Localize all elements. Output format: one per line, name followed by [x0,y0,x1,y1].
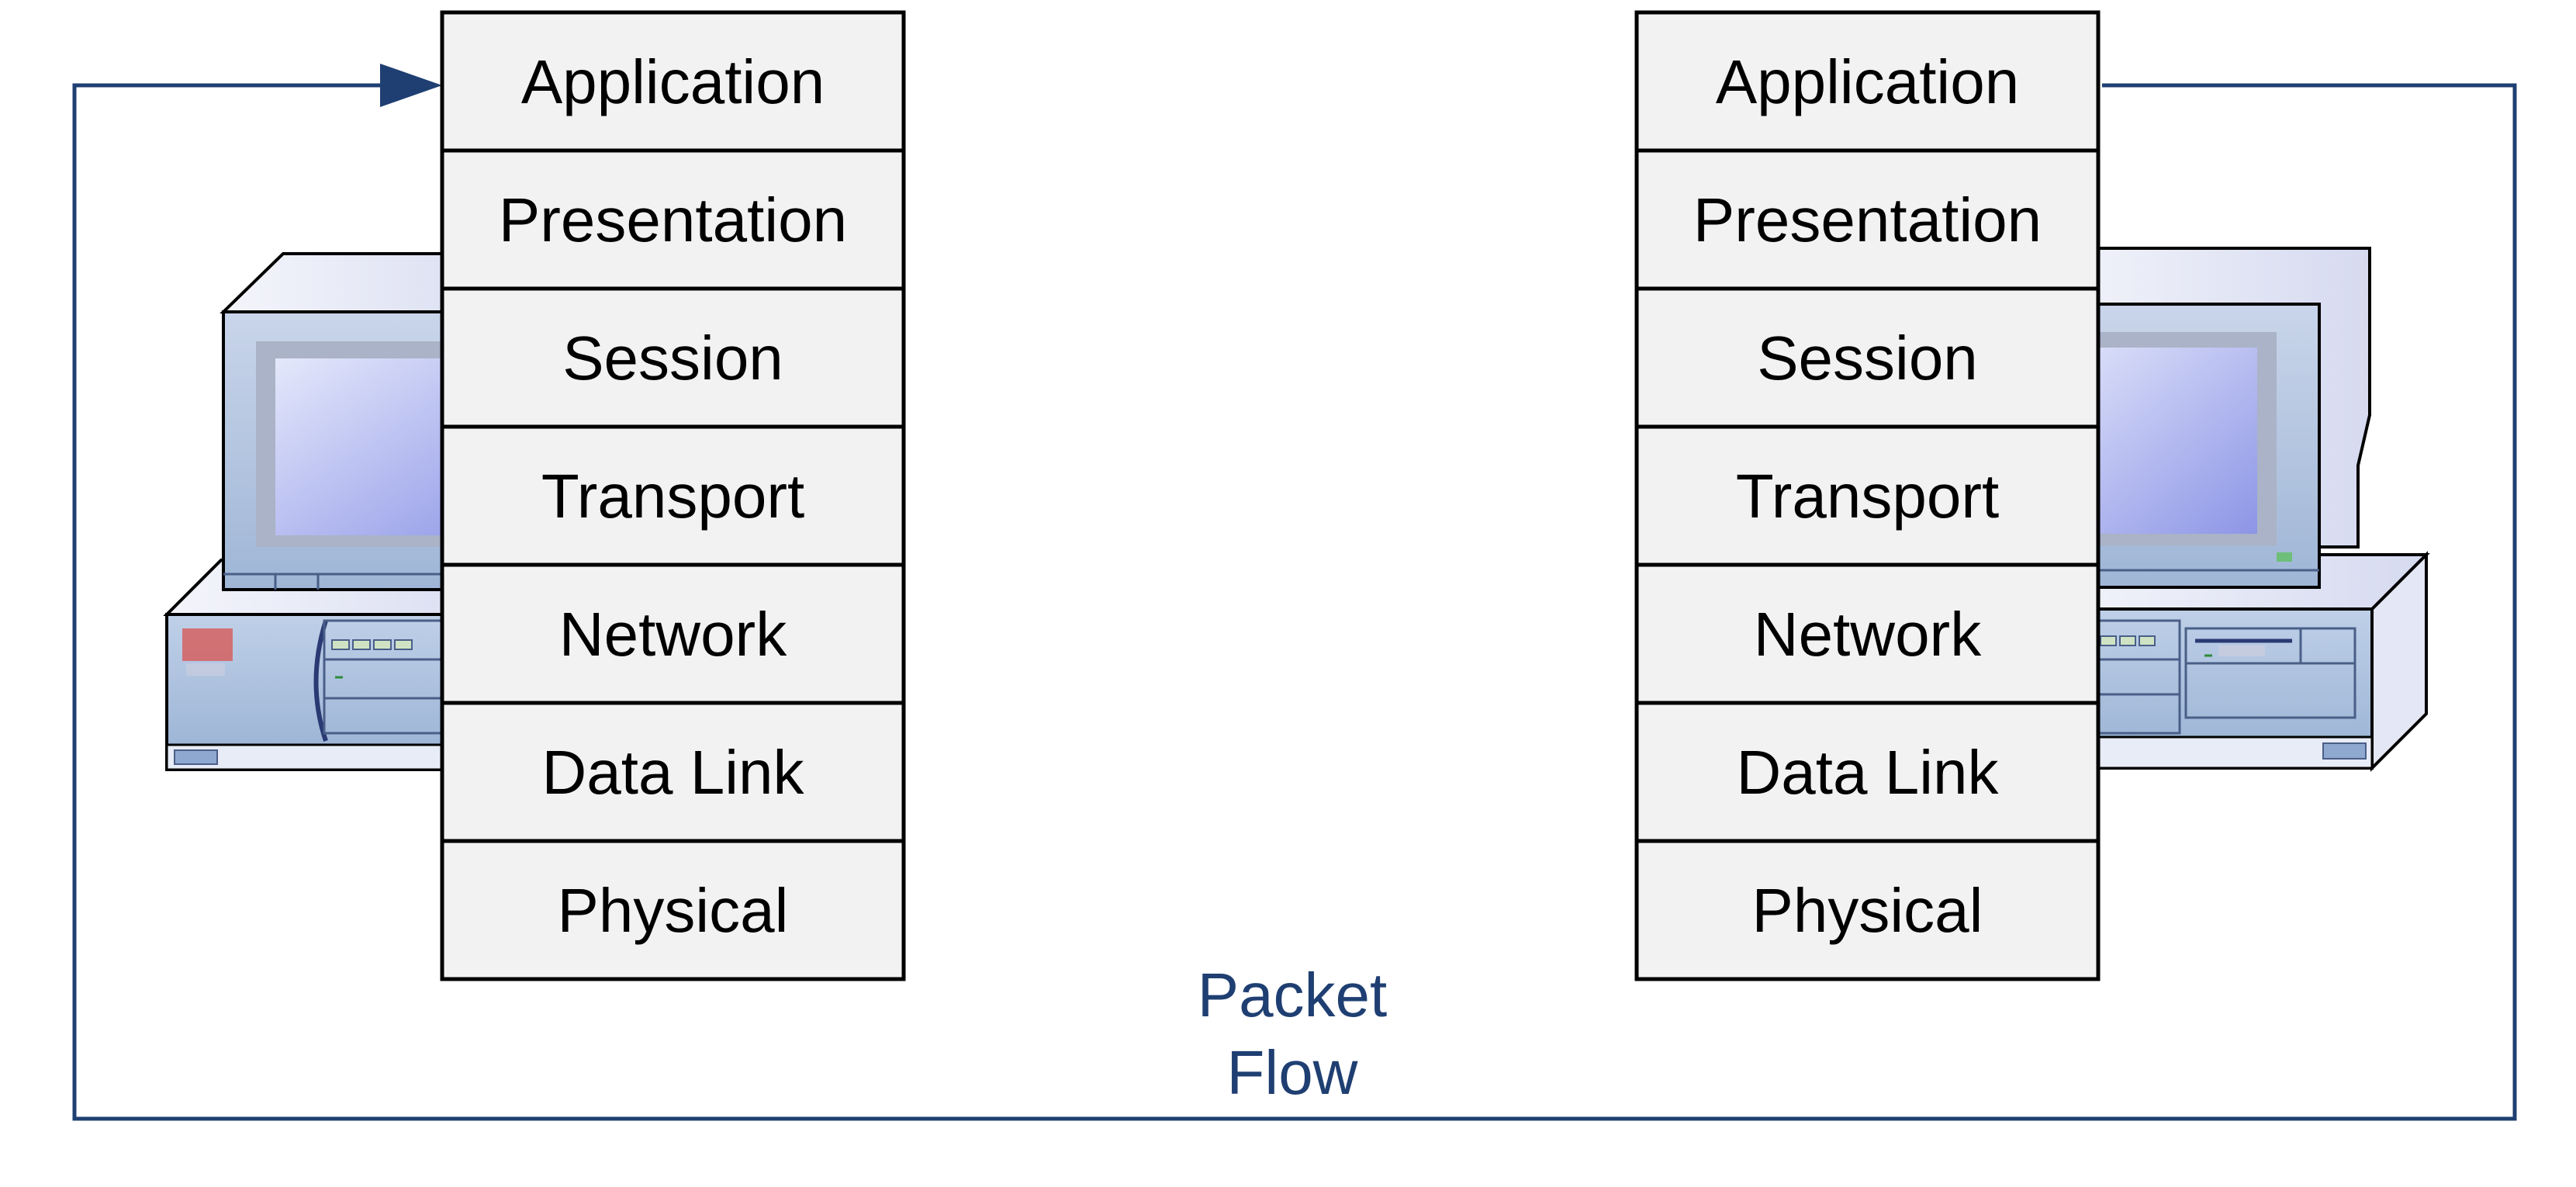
right-layer-transport-box [1634,424,2101,567]
left-layer-presentation-box [440,148,906,291]
right-layer-transport-label: Transport [1736,462,1999,531]
left-osi-stack: ApplicationPresentationSessionTransportN… [440,10,906,981]
flow-label-line2: Flow [1227,1038,1358,1107]
left-layer-application-label: Application [521,47,825,116]
left-layer-physical-label: Physical [558,876,789,945]
right-layer-session-label: Session [1757,324,1978,393]
left-layer-data-link-label: Data Link [542,738,805,807]
left-layer-network-box [440,562,906,705]
right-osi-stack: ApplicationPresentationSessionTransportN… [1634,10,2101,981]
left-layer-session-box [440,286,906,429]
right-layer-network-box [1634,562,2101,705]
left-layer-network-label: Network [559,600,787,669]
left-layer-session-label: Session [562,324,783,393]
arrow-right-icon [380,64,442,107]
right-layer-presentation-box [1634,148,2101,291]
right-layer-physical-box [1634,839,2101,981]
right-layer-application-box [1634,10,2101,153]
right-layer-presentation-label: Presentation [1693,185,2042,254]
flow-label-line1: Packet [1198,960,1388,1030]
right-layer-application-label: Application [1716,47,2019,116]
right-layer-data-link-label: Data Link [1737,738,2000,807]
right-layer-physical-label: Physical [1752,876,1983,945]
left-layer-presentation-label: Presentation [499,185,847,254]
left-layer-physical-box [440,839,906,981]
packet-flow-line [72,83,2517,1121]
left-layer-transport-label: Transport [541,462,804,531]
left-layer-data-link-box [440,701,906,843]
right-layer-network-label: Network [1754,600,1982,669]
